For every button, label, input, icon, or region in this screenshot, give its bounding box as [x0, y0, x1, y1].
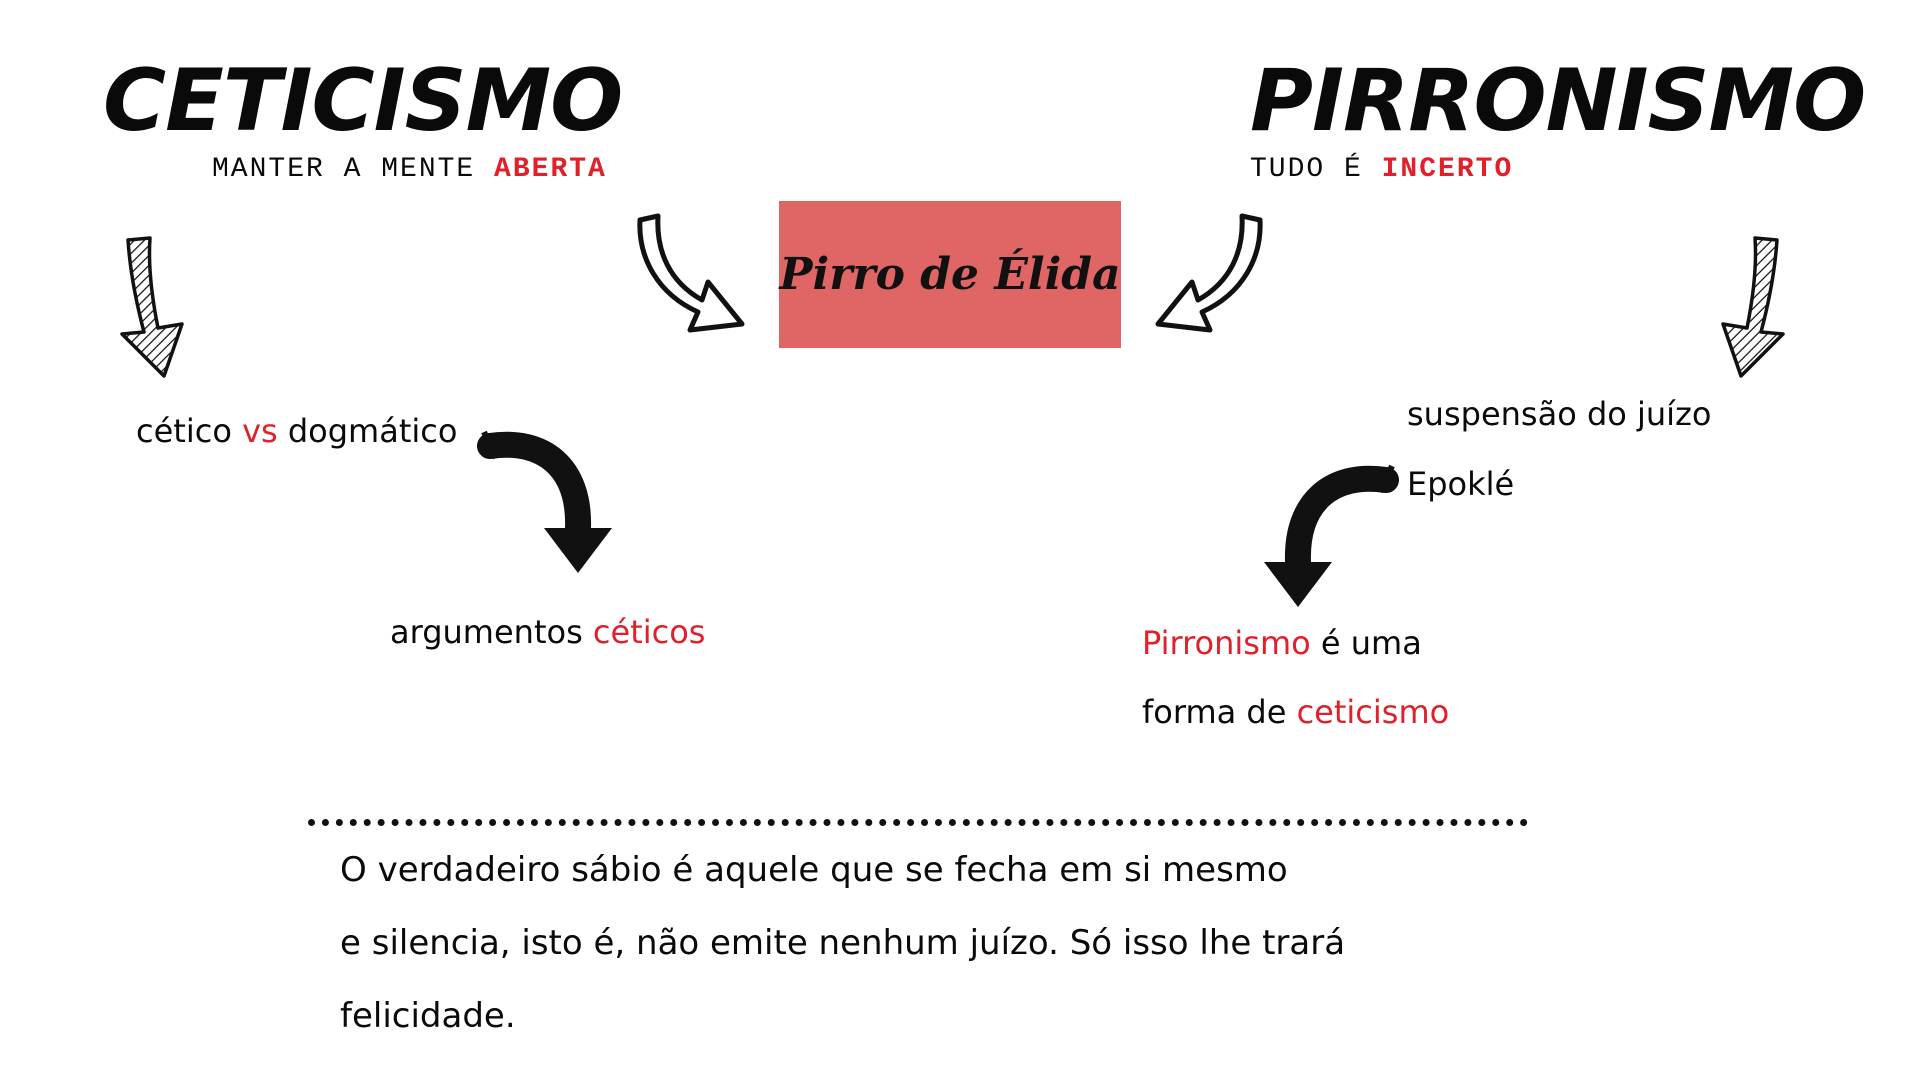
ceticismo-subtitle: MANTER A MENTE ABERTA: [212, 154, 607, 185]
curved-arrow-icon: [1155, 213, 1263, 333]
vs-text: vs: [242, 412, 278, 450]
ceticismo-text: ceticismo: [1296, 693, 1450, 731]
quote-line-2: e silencia, isto é, não emite nenhum juí…: [340, 923, 1346, 963]
ceticismo-subtitle-text: MANTER A MENTE: [212, 154, 495, 185]
cetico-text: cético: [136, 412, 243, 450]
pirronismo-subtitle-text: TUDO É: [1250, 154, 1382, 185]
pirronismo-e-uma: Pirronismo é uma: [1142, 624, 1422, 662]
bold-curved-arrow-icon: [477, 430, 612, 573]
ceticismo-title: CETICISMO: [103, 51, 623, 151]
curved-arrow-icon: [637, 213, 745, 333]
forma-de-text: forma de: [1142, 693, 1297, 731]
pirronismo-subtitle-highlight: INCERTO: [1381, 154, 1514, 185]
ceticos-text: céticos: [592, 613, 706, 651]
suspensao-do-juizo: suspensão do juízo: [1407, 395, 1712, 433]
epokle: Epoklé: [1407, 465, 1515, 503]
bold-curved-arrow-icon: [1264, 464, 1399, 607]
pirro-de-elida-label: Pirro de Élida: [779, 249, 1121, 300]
dotted-divider: [308, 819, 1528, 826]
dogmatico-text: dogmático: [277, 412, 458, 450]
forma-de-ceticismo: forma de ceticismo: [1142, 693, 1449, 731]
quote-line-3: felicidade.: [340, 996, 516, 1036]
hatched-arrow-down-icon: [1721, 236, 1785, 378]
pirronismo-title: PIRRONISMO: [1250, 51, 1866, 151]
cetico-vs-dogmatico: cético vs dogmático: [136, 412, 457, 450]
e-uma-text: é uma: [1310, 624, 1422, 662]
quote-line-1: O verdadeiro sábio é aquele que se fecha…: [340, 850, 1288, 890]
pirro-de-elida-box: Pirro de Élida: [779, 201, 1121, 348]
hatched-arrow-down-icon: [120, 236, 184, 378]
ceticismo-subtitle-highlight: ABERTA: [494, 154, 607, 185]
argumentos-ceticos: argumentos céticos: [390, 613, 705, 651]
argumentos-text: argumentos: [390, 613, 593, 651]
pirronismo-text: Pirronismo: [1142, 624, 1311, 662]
pirronismo-subtitle: TUDO É INCERTO: [1250, 154, 1513, 185]
